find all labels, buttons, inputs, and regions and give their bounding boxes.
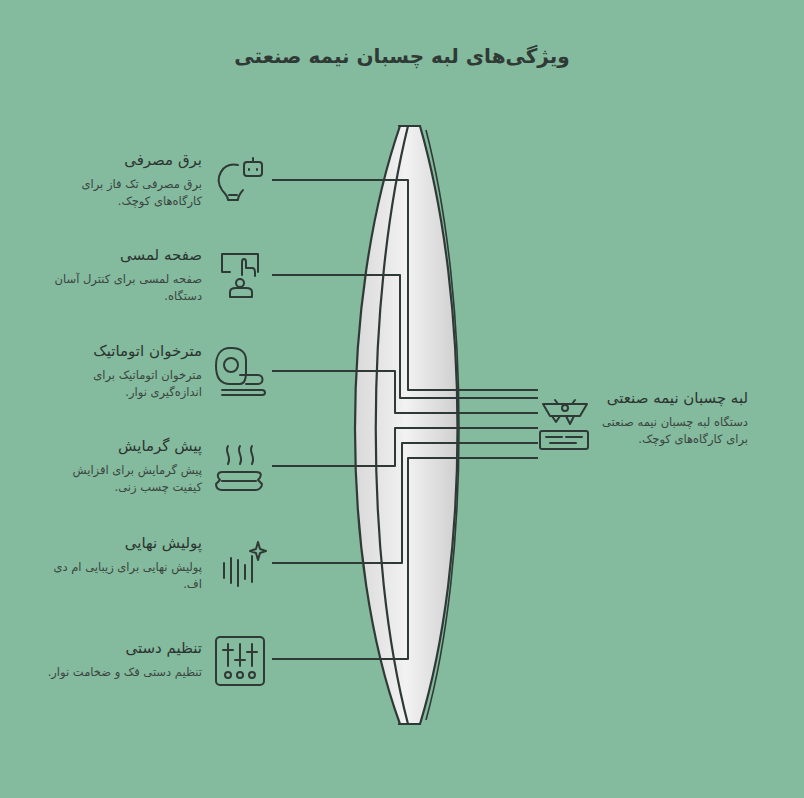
node-heading: مترخوان اتوماتیک — [44, 341, 202, 361]
machine-icon — [540, 400, 588, 449]
node-heading: لبه چسبان نیمه صنعتی — [594, 388, 748, 408]
node-heading: برق مصرفی — [44, 150, 202, 170]
node-description: دستگاه لبه چسبان نیمه صنعتی برای کارگاه‌… — [594, 414, 748, 448]
node-description: پیش گرمایش برای افزایش کیفیت چسب زنی. — [44, 462, 202, 496]
connector-line — [272, 443, 538, 563]
node-description: برق مصرفی تک فاز برای کارگاه‌های کوچک. — [44, 176, 202, 210]
feature-node: تنظیم دستی تنظیم دستی فک و ضخامت نوار. — [40, 638, 272, 681]
connector-line — [272, 371, 538, 413]
touchscreen-icon — [222, 254, 258, 297]
node-heading: پولیش نهایی — [44, 533, 202, 553]
preheat-icon — [216, 446, 262, 490]
node-heading: تنظیم دستی — [44, 638, 202, 658]
polish-icon — [224, 542, 266, 586]
node-description: پولیش نهایی برای زیبایی ام دی اف. — [44, 559, 202, 593]
main-node: لبه چسبان نیمه صنعتی دستگاه لبه چسبان نیم… — [538, 388, 752, 468]
node-description: تنظیم دستی فک و ضخامت نوار. — [44, 664, 202, 681]
node-heading: پیش گرمایش — [44, 436, 202, 456]
connector-line — [272, 180, 538, 390]
feature-node: صفحه لمسی صفحه لمسی برای کنترل آسان دستگا… — [40, 245, 272, 305]
connector-line — [272, 458, 538, 659]
node-heading: صفحه لمسی — [44, 245, 202, 265]
connector-line — [272, 428, 538, 466]
connector-line — [272, 275, 538, 398]
node-description: مترخوان اتوماتیک برای اندازه‌گیری نوار. — [44, 367, 202, 401]
feature-node: پولیش نهایی پولیش نهایی برای زیبایی ام دی… — [40, 533, 272, 593]
sliders-icon — [216, 637, 264, 685]
node-description: صفحه لمسی برای کنترل آسان دستگاه. — [44, 271, 202, 305]
feature-node: پیش گرمایش پیش گرمایش برای افزایش کیفیت چ… — [40, 436, 272, 496]
bulb-icon — [219, 158, 262, 200]
diagram-title: ویژگی‌های لبه چسبان نیمه صنعتی — [0, 44, 804, 68]
feature-node: مترخوان اتوماتیک مترخوان اتوماتیک برای ان… — [40, 341, 272, 401]
tape-measure-icon — [216, 348, 265, 395]
feature-node: برق مصرفی برق مصرفی تک فاز برای کارگاه‌ها… — [40, 150, 272, 210]
